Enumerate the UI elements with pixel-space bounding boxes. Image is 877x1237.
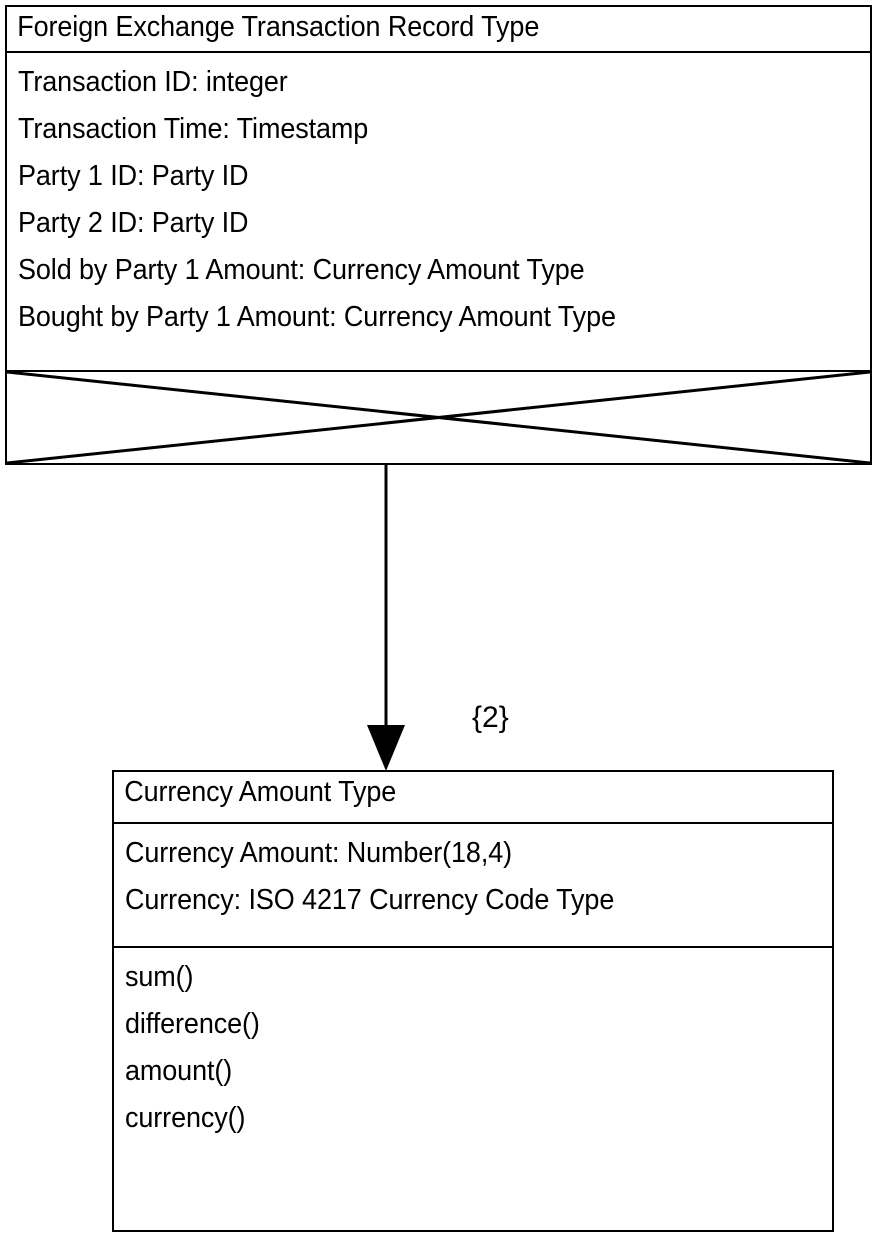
operation-row: amount() — [125, 1054, 233, 1087]
attribute-row: Currency Amount: Number(18,4) — [125, 837, 513, 869]
attribute-row: Party 1 ID: Party ID — [18, 159, 249, 192]
class-box-currency-amount-type[interactable]: Currency Amount Type Currency Amount: Nu… — [112, 770, 834, 1232]
operation-row: difference() — [125, 1007, 260, 1040]
class-name-compartment: Currency Amount Type — [114, 772, 832, 822]
arrowhead-filled-triangle-icon — [367, 725, 405, 771]
class-title: Foreign Exchange Transaction Record Type — [17, 11, 540, 43]
attribute-row: Currency: ISO 4217 Currency Code Type — [125, 883, 615, 916]
class-box-foreign-exchange-transaction-record-type[interactable]: Foreign Exchange Transaction Record Type… — [5, 5, 872, 465]
operations-compartment-empty — [7, 370, 870, 463]
operations-compartment: sum() difference() amount() currency() — [114, 946, 832, 1230]
operation-row: sum() — [125, 961, 194, 993]
attribute-row: Transaction Time: Timestamp — [18, 112, 369, 145]
attribute-row: Transaction ID: integer — [18, 66, 288, 98]
class-title: Currency Amount Type — [124, 776, 397, 808]
empty-compartment-cross-icon — [7, 372, 870, 463]
attribute-row: Bought by Party 1 Amount: Currency Amoun… — [18, 300, 616, 333]
class-name-compartment: Foreign Exchange Transaction Record Type — [7, 7, 870, 51]
operation-row: currency() — [125, 1101, 246, 1134]
attributes-compartment: Currency Amount: Number(18,4) Currency: … — [114, 822, 832, 946]
attribute-row: Party 2 ID: Party ID — [18, 206, 249, 239]
attribute-row: Sold by Party 1 Amount: Currency Amount … — [18, 253, 585, 286]
multiplicity-label: {2} — [472, 701, 509, 734]
attributes-compartment: Transaction ID: integer Transaction Time… — [7, 51, 870, 370]
